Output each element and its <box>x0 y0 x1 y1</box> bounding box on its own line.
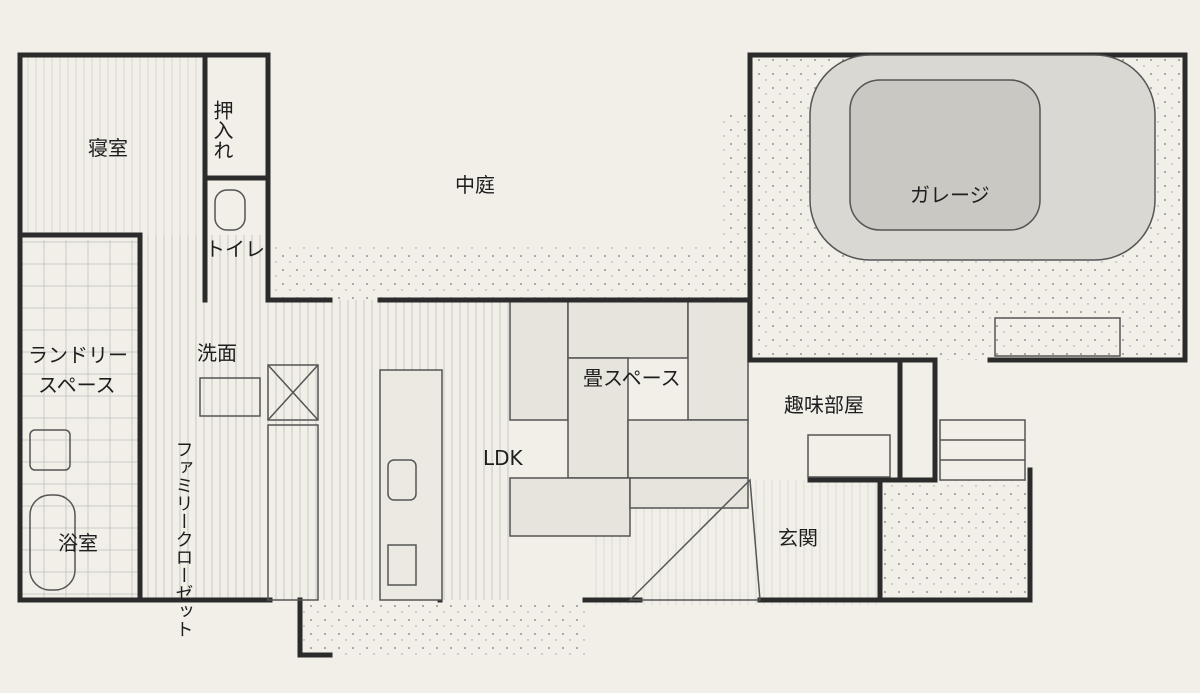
label-bath: 浴室 <box>58 531 98 555</box>
wash-basin <box>199 377 261 417</box>
stove <box>387 544 417 586</box>
kitchen-sink <box>387 459 417 501</box>
bathtub <box>29 494 76 591</box>
washing-machine <box>29 429 71 471</box>
tatami-mats <box>509 299 749 537</box>
label-family-closet: ファミリークローゼット <box>173 440 194 638</box>
label-laundry-2: スペース <box>38 373 116 397</box>
label-garage: ガレージ <box>910 183 990 207</box>
desk <box>807 434 891 478</box>
closet-rack <box>267 424 319 601</box>
label-toilet: トイレ <box>205 237 265 261</box>
kitchen-counter <box>379 369 443 601</box>
label-washroom: 洗面 <box>197 341 237 365</box>
label-tatami: 畳スペース <box>583 366 681 390</box>
label-courtyard: 中庭 <box>455 173 495 197</box>
label-closet: 押入れ <box>210 100 234 160</box>
toilet-fixture <box>214 189 246 231</box>
label-ldk: LDK <box>483 446 524 470</box>
storage-box <box>267 364 319 421</box>
fixtures <box>29 54 1156 601</box>
label-entrance: 玄関 <box>778 526 818 550</box>
room-labels: 寝室 押入れ 中庭 ガレージ トイレ 洗面 ランドリー スペース 畳スペース 趣… <box>28 100 990 638</box>
label-laundry-1: ランドリー <box>28 343 128 367</box>
garage-shelf <box>994 317 1121 357</box>
label-hobby: 趣味部屋 <box>784 393 864 417</box>
label-bedroom: 寝室 <box>88 136 128 160</box>
stairs <box>939 419 1026 481</box>
